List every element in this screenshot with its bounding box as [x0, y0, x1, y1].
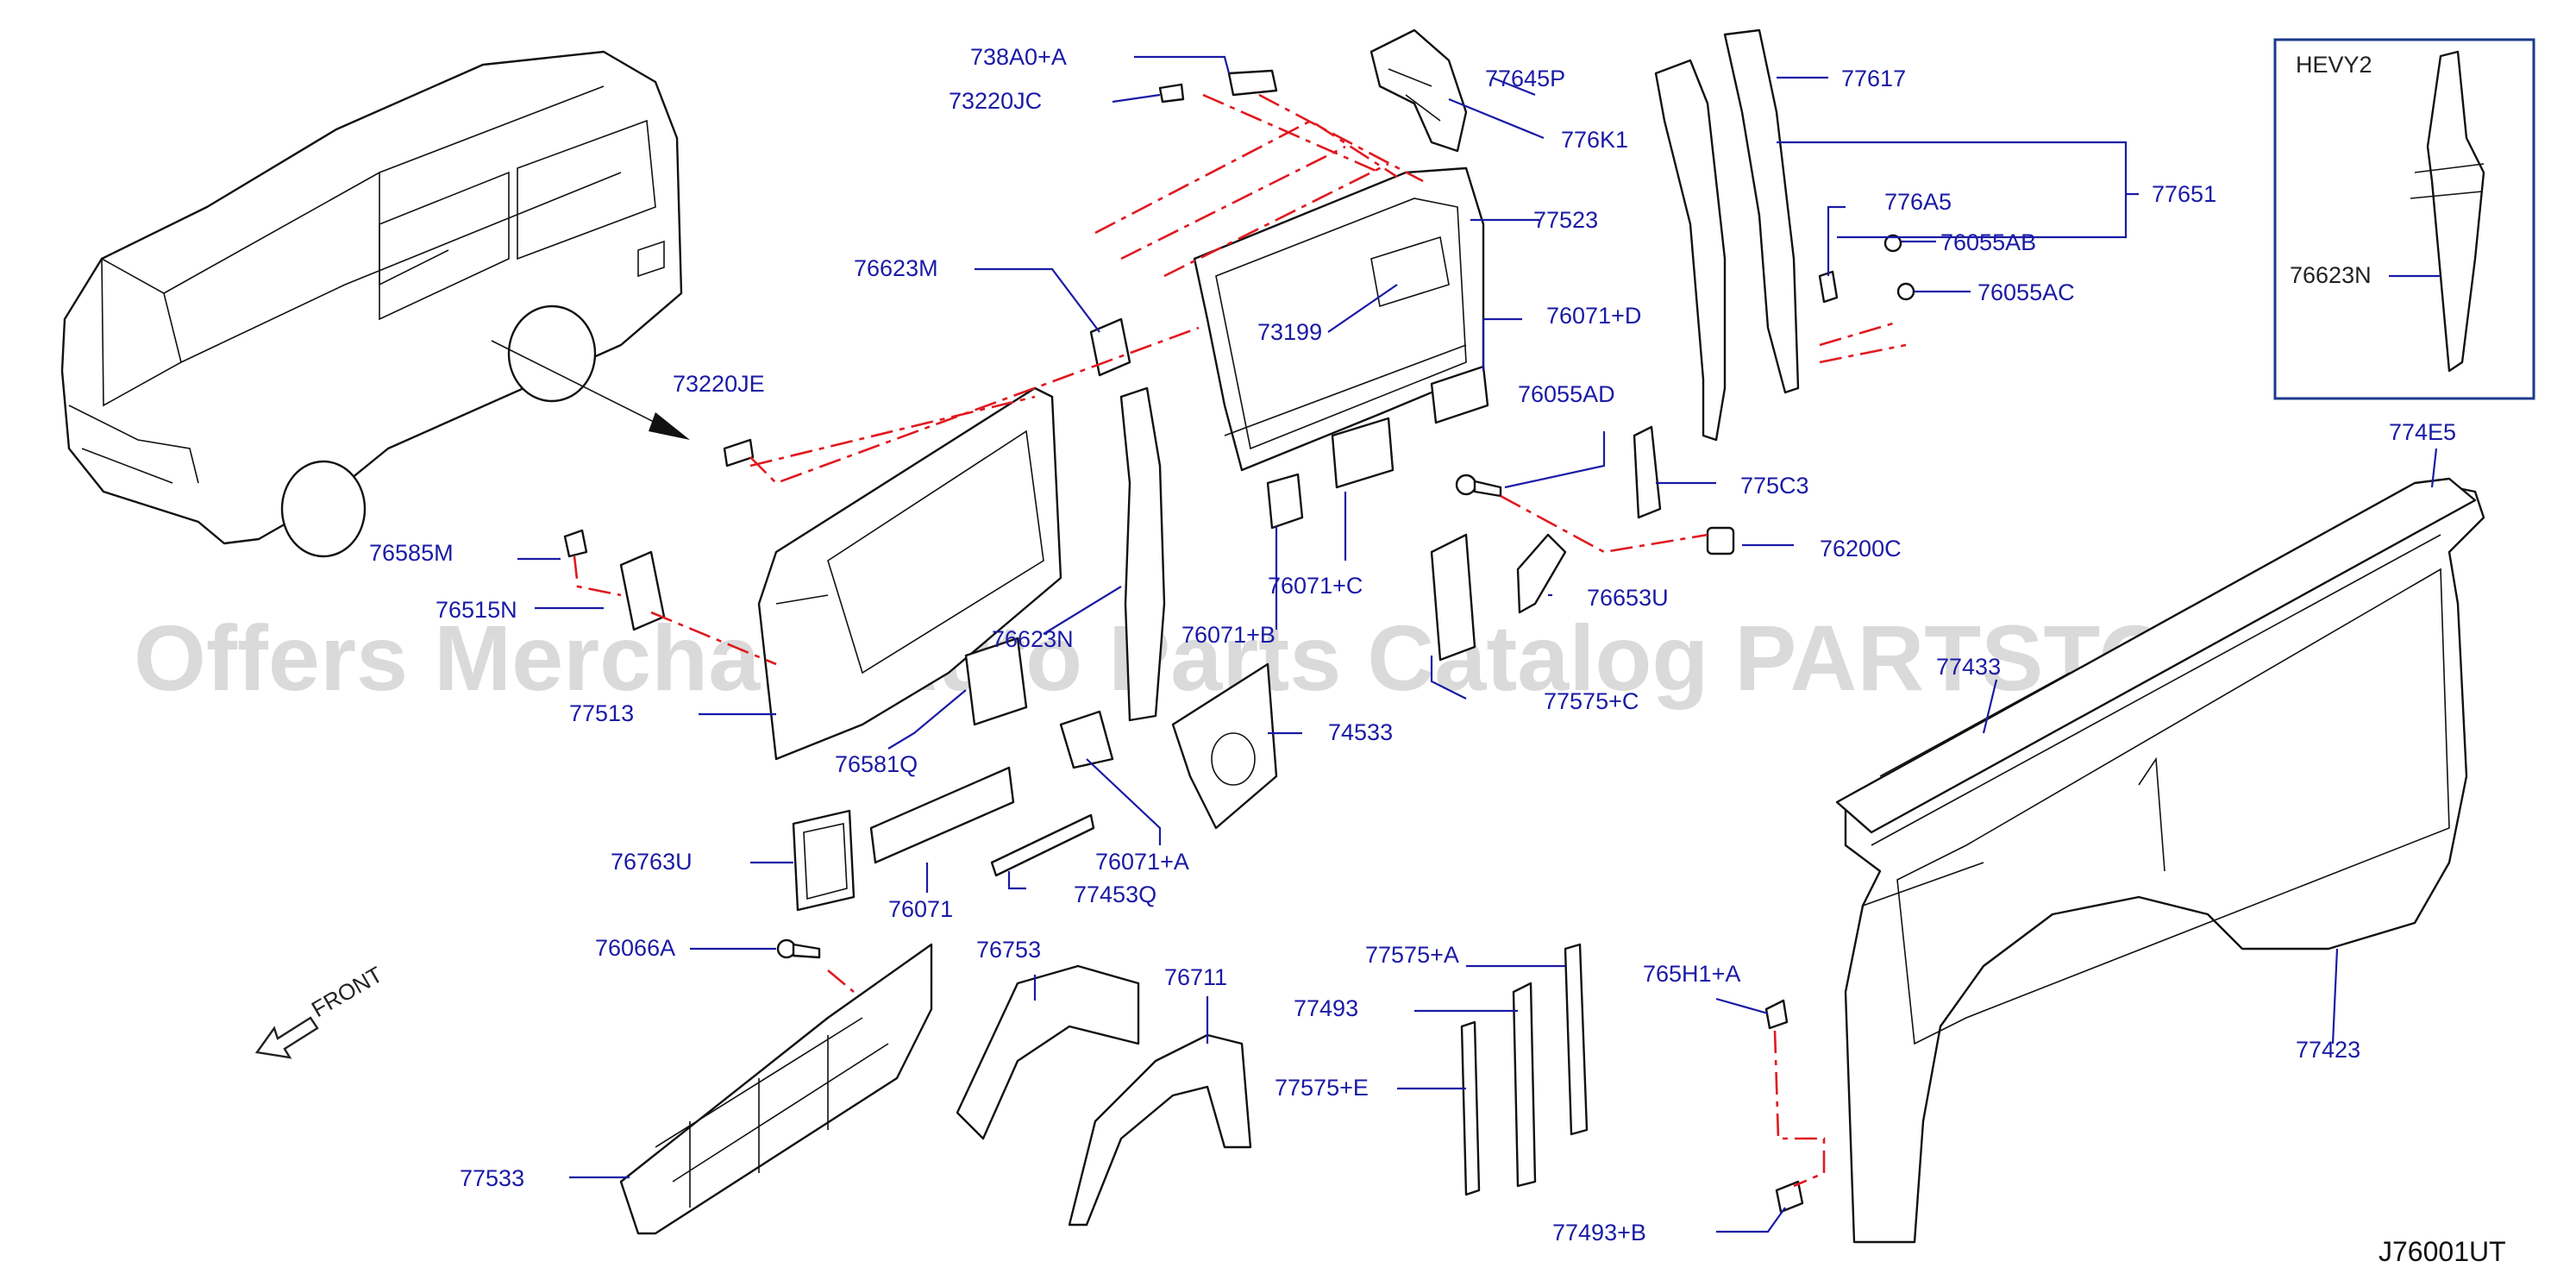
leader-lines — [517, 55, 2441, 1233]
part-77513-panel — [757, 386, 1062, 761]
label-76071: 76071 — [888, 896, 953, 922]
label-76055AB: 76055AB — [1940, 229, 2036, 255]
label-73220JE: 73220JE — [673, 371, 765, 397]
part-76055AC-bolt — [1896, 282, 1915, 301]
label-76763U: 76763U — [611, 849, 693, 875]
part-76753 — [956, 964, 1140, 1140]
inset-box: HEVY2 — [2273, 38, 2535, 400]
label-77533: 77533 — [460, 1165, 524, 1191]
label-76653U: 76653U — [1587, 585, 1669, 611]
part-76763U — [792, 809, 856, 912]
label-77575-C: 77575+C — [1544, 688, 1639, 714]
part-77575-E — [1460, 1020, 1481, 1196]
label-73199: 73199 — [1257, 319, 1322, 345]
label-76623N-inset: 76623N — [2290, 262, 2372, 288]
label-74533: 74533 — [1328, 719, 1393, 745]
part-labels: 738A0+A 73220JC 77645P 77617 776K1 77523… — [369, 44, 2456, 1245]
part-76071-B — [1266, 473, 1304, 530]
label-77575-E: 77575+E — [1275, 1075, 1369, 1101]
label-77493-B: 77493+B — [1552, 1220, 1646, 1245]
part-76653U — [1516, 533, 1567, 614]
diagram-code: J76001UT — [2379, 1236, 2506, 1267]
front-indicator: FRONT — [254, 961, 387, 1059]
label-76071-A: 76071+A — [1095, 849, 1189, 875]
label-765H1-A: 765H1+A — [1643, 961, 1740, 987]
label-76066A: 76066A — [595, 935, 675, 961]
part-76071-A — [1059, 710, 1114, 769]
part-73220JE — [723, 438, 755, 467]
part-76581Q — [964, 637, 1028, 726]
label-775C3: 775C3 — [1740, 473, 1809, 499]
part-77645P-pillar — [1654, 59, 1727, 442]
part-77423-side-panel — [1844, 481, 2485, 1244]
label-76055AD: 76055AD — [1518, 381, 1615, 407]
dash-connectors — [573, 93, 1907, 1188]
part-76711 — [1068, 1033, 1252, 1227]
label-77433: 77433 — [1936, 654, 2001, 680]
label-76585M: 76585M — [369, 540, 454, 566]
part-76071 — [869, 766, 1015, 864]
part-74533 — [1171, 662, 1278, 830]
part-775C3 — [1633, 425, 1662, 519]
label-776K1: 776K1 — [1561, 127, 1628, 153]
label-76071-C: 76071+C — [1268, 573, 1363, 599]
part-76585M — [563, 529, 588, 558]
van-illustration — [60, 50, 683, 558]
part-77617-pillar — [1723, 28, 1800, 394]
label-77645P: 77645P — [1485, 66, 1565, 91]
label-76753: 76753 — [976, 937, 1041, 963]
part-776A5 — [1818, 270, 1839, 304]
part-77493 — [1512, 982, 1537, 1188]
part-776K1-bracket — [1369, 28, 1468, 153]
inset-label: HEVY2 — [2296, 52, 2372, 78]
label-76515N: 76515N — [436, 597, 517, 623]
part-77575-A — [1564, 943, 1589, 1136]
part-76055AB-bolt — [1883, 234, 1902, 253]
part-76066A-bolt — [776, 938, 821, 959]
part-76071-D — [1430, 365, 1489, 424]
part-77493-B — [1775, 1180, 1804, 1214]
label-77523: 77523 — [1533, 207, 1598, 233]
label-77453Q: 77453Q — [1074, 882, 1156, 907]
part-76055AD-bolt — [1455, 474, 1502, 498]
label-76055AC: 76055AC — [1977, 279, 2075, 305]
part-76623M — [1089, 317, 1131, 377]
label-77513: 77513 — [569, 700, 634, 726]
label-76200C: 76200C — [1820, 536, 1902, 562]
label-77617: 77617 — [1841, 66, 1906, 91]
label-77651: 77651 — [2152, 181, 2216, 207]
label-76711: 76711 — [1164, 964, 1227, 990]
part-77453Q — [990, 813, 1095, 877]
part-774E5-rail — [1835, 477, 2477, 834]
part-738A0-A — [1227, 69, 1278, 97]
label-76623N: 76623N — [992, 626, 1074, 652]
front-label: FRONT — [307, 961, 387, 1022]
label-77423: 77423 — [2296, 1037, 2360, 1063]
label-76071-D: 76071+D — [1546, 303, 1641, 329]
part-76623N-pillar — [1119, 386, 1166, 722]
part-77533-panel — [619, 943, 933, 1235]
label-76623M: 76623M — [854, 255, 938, 281]
part-765H1-A — [1764, 999, 1789, 1030]
label-738A0-A: 738A0+A — [970, 44, 1067, 70]
part-77523-panel — [1193, 166, 1485, 472]
label-77493: 77493 — [1294, 995, 1358, 1021]
label-73220JC: 73220JC — [949, 88, 1042, 114]
part-77575-C — [1430, 533, 1476, 662]
label-77575-A: 77575+A — [1365, 942, 1459, 968]
label-774E5: 774E5 — [2389, 419, 2456, 445]
part-73220JC — [1158, 83, 1185, 104]
part-76200C — [1706, 526, 1735, 555]
label-76071-B: 76071+B — [1181, 622, 1275, 648]
label-76581Q: 76581Q — [835, 751, 918, 777]
part-77433-rail — [1879, 672, 2071, 777]
part-76071-C — [1331, 417, 1395, 489]
label-776A5: 776A5 — [1884, 189, 1952, 215]
arrow-left-down-icon — [254, 1016, 319, 1059]
